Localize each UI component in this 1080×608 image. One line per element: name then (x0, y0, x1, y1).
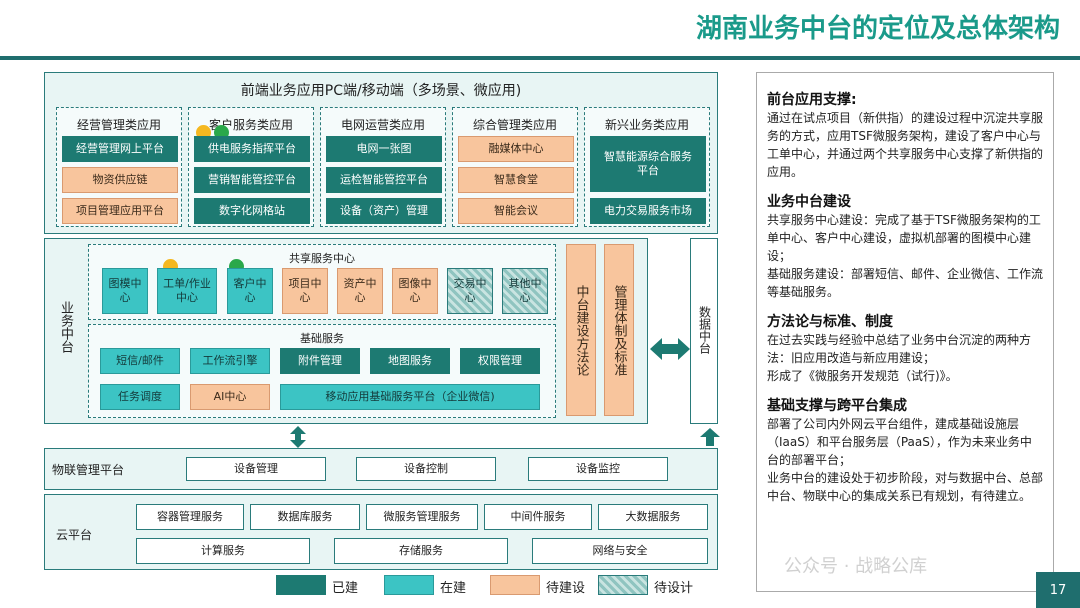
group-general-mgmt-title: 综合管理类应用 (472, 118, 557, 132)
iot-label: 物联管理平台 (52, 463, 125, 477)
business-middle-label: 业务中台 (58, 301, 73, 353)
iot-item[interactable]: 设备监控 (528, 457, 668, 481)
cloud-item[interactable]: 微服务管理服务 (366, 504, 478, 530)
title-divider (0, 56, 1080, 60)
basic-item[interactable]: 附件管理 (280, 348, 360, 374)
basic-item[interactable]: 工作流引擎 (190, 348, 270, 374)
legend-swatch-to-build (490, 575, 540, 595)
basic-services-title: 基础服务 (300, 332, 344, 345)
cloud-item[interactable]: 计算服务 (136, 538, 310, 564)
management-standards-column[interactable]: 管理体制及标准 (604, 244, 634, 416)
watermark: 公众号 · 战略公库 (784, 556, 928, 577)
group-emerging-title: 新兴业务类应用 (604, 118, 689, 132)
legend-swatch-to-design (598, 575, 648, 595)
app-item[interactable]: 智慧食堂 (458, 167, 574, 193)
basic-item[interactable]: 移动应用基础服务平台（企业微信) (280, 384, 540, 410)
iot-item[interactable]: 设备管理 (186, 457, 326, 481)
cloud-item[interactable]: 容器管理服务 (136, 504, 244, 530)
cloud-label: 云平台 (56, 528, 93, 542)
basic-item[interactable]: 权限管理 (460, 348, 540, 374)
group-customer-title: 客户服务类应用 (208, 118, 293, 132)
cloud-item[interactable]: 中间件服务 (484, 504, 592, 530)
cloud-item[interactable]: 网络与安全 (532, 538, 708, 564)
app-item[interactable]: 营销智能管控平台 (194, 167, 310, 193)
data-middle-label[interactable]: 数据中台 (697, 306, 712, 354)
group-operations-title: 经营管理类应用 (76, 118, 161, 132)
section-text: 在过去实践与经验中总结了业务中台沉淀的两种方法：旧应用改造与新应用建设； 形成了… (767, 333, 1032, 383)
app-item[interactable]: 物资供应链 (62, 167, 178, 193)
data-middle-panel (690, 238, 718, 424)
app-item[interactable]: 智能会议 (458, 198, 574, 224)
legend-label-to-build: 待建设 (546, 581, 586, 596)
shared-item[interactable]: 项目中心 (282, 268, 328, 314)
section-text: 通过在试点项目（新供指）的建设过程中沉淀共享服务的方式，应用TSF微服务架构，建… (767, 111, 1044, 179)
page-number: 17 (1036, 572, 1080, 608)
basic-item[interactable]: 地图服务 (370, 348, 450, 374)
shared-item[interactable]: 图模中心 (102, 268, 148, 314)
legend-label-built: 已建 (332, 581, 359, 596)
app-item[interactable]: 融媒体中心 (458, 136, 574, 162)
shared-service-title: 共享服务中心 (289, 252, 355, 265)
shared-item[interactable]: 工单/作业中心 (157, 268, 217, 314)
page-title: 湖南业务中台的定位及总体架构 (695, 14, 1060, 44)
app-item[interactable]: 电网一张图 (326, 136, 442, 162)
methodology-column[interactable]: 中台建设方法论 (566, 244, 596, 416)
section-heading: 前台应用支撑: (767, 92, 857, 108)
updown-arrow-icon (290, 426, 306, 448)
shared-item[interactable]: 其他中心 (502, 268, 548, 314)
app-item[interactable]: 智慧能源综合服务平台 (590, 136, 706, 192)
basic-item[interactable]: 任务调度 (100, 384, 180, 410)
section-text: 部署了公司内外网云平台组件，建成基础设施层（IaaS）和平台服务层（PaaS），… (767, 417, 1044, 503)
section-heading: 业务中台建设 (767, 194, 851, 210)
legend-label-building: 在建 (440, 581, 467, 596)
double-arrow-icon (650, 338, 690, 360)
up-arrow-icon (700, 428, 720, 446)
cloud-item[interactable]: 数据库服务 (250, 504, 360, 530)
app-item[interactable]: 运检智能管控平台 (326, 167, 442, 193)
shared-item[interactable]: 资产中心 (337, 268, 383, 314)
section-heading: 基础支撑与跨平台集成 (767, 398, 907, 414)
basic-item[interactable]: AI中心 (190, 384, 270, 410)
shared-item[interactable]: 图像中心 (392, 268, 438, 314)
app-item[interactable]: 经营管理网上平台 (62, 136, 178, 162)
app-item[interactable]: 供电服务指挥平台 (194, 136, 310, 162)
legend-swatch-building (384, 575, 434, 595)
basic-item[interactable]: 短信/邮件 (100, 348, 180, 374)
legend-label-to-design: 待设计 (654, 581, 694, 596)
description-panel: 前台应用支撑: 通过在试点项目（新供指）的建设过程中沉淀共享服务的方式，应用TS… (756, 72, 1054, 592)
app-item[interactable]: 电力交易服务市场 (590, 198, 706, 224)
frontend-title: 前端业务应用PC端/移动端（多场景、微应用) (240, 83, 522, 99)
app-item[interactable]: 数字化网格站 (194, 198, 310, 224)
shared-item[interactable]: 交易中心 (447, 268, 493, 314)
section-heading: 方法论与标准、制度 (767, 314, 893, 330)
legend-swatch-built (276, 575, 326, 595)
iot-item[interactable]: 设备控制 (356, 457, 496, 481)
shared-item[interactable]: 客户中心 (227, 268, 273, 314)
cloud-item[interactable]: 存储服务 (334, 538, 508, 564)
section-text: 共享服务中心建设：完成了基于TSF微服务架构的工单中心、客户中心建设，虚拟机部署… (767, 213, 1044, 299)
cloud-item[interactable]: 大数据服务 (598, 504, 708, 530)
group-grid-ops-title: 电网运营类应用 (340, 118, 425, 132)
app-item[interactable]: 设备（资产）管理 (326, 198, 442, 224)
app-item[interactable]: 项目管理应用平台 (62, 198, 178, 224)
